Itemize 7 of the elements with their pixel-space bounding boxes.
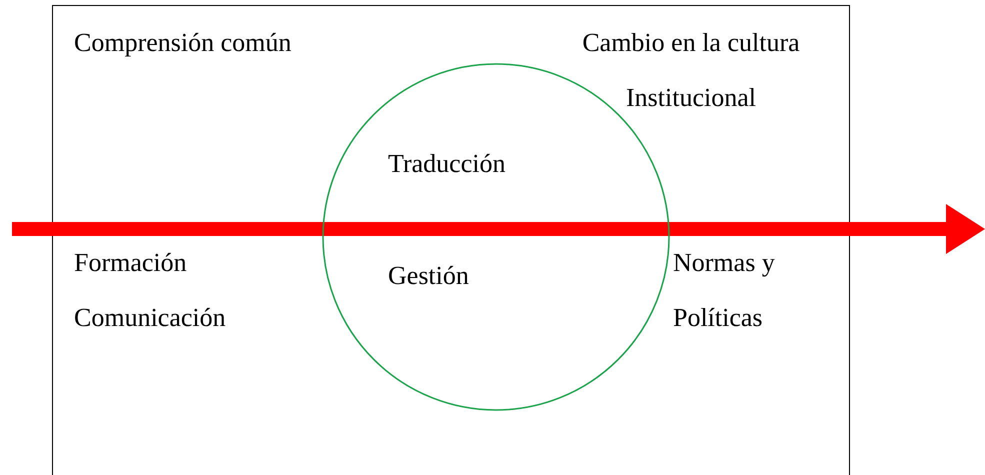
concept-label: Traducción	[388, 148, 506, 180]
concept-label: Cambio en la cultura Institucional	[581, 27, 801, 114]
concept-label: Formación	[74, 247, 187, 279]
concept-label: Normas y Políticas	[673, 247, 776, 334]
concept-label: Comprensión común	[74, 27, 292, 59]
concept-label: Comunicación	[74, 302, 226, 334]
concept-label: Gestión	[388, 260, 469, 292]
